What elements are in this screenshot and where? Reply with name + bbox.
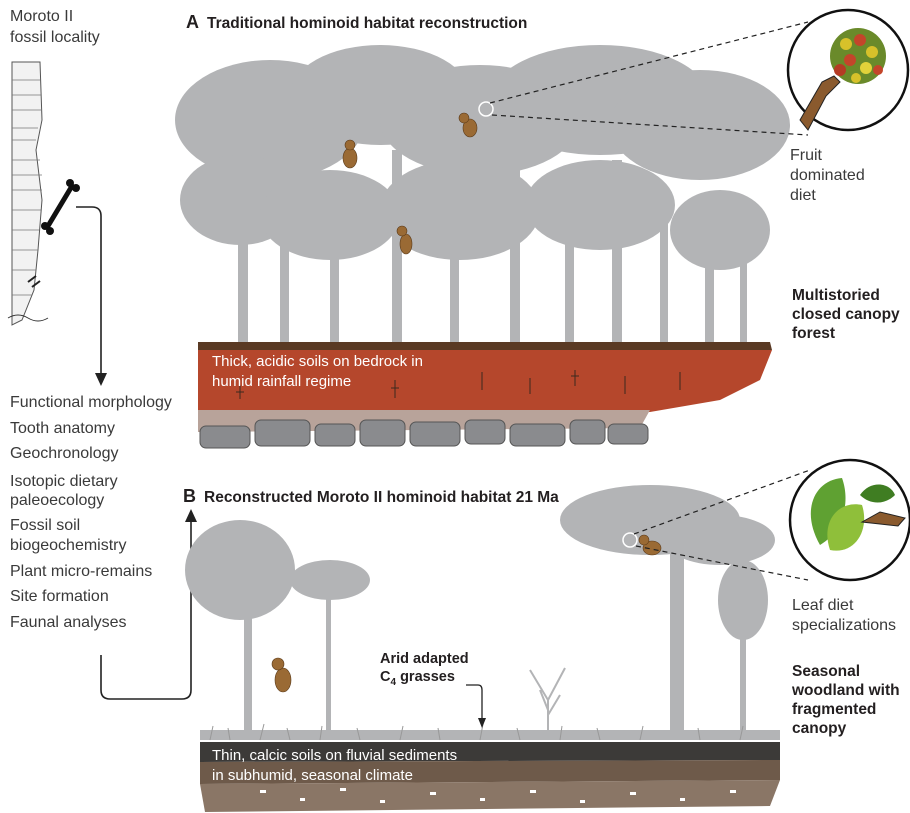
fossil-bone-icon xyxy=(41,179,80,235)
method-item: Geochronology xyxy=(10,441,172,467)
woodland-habitat-line: woodland with xyxy=(792,681,900,700)
dry-shrub xyxy=(530,668,565,740)
method-item: Fossil soil xyxy=(10,516,172,536)
grass-c: C xyxy=(380,669,390,685)
panel-a-letter: A xyxy=(186,12,199,32)
woodland-habitat-line: fragmented xyxy=(792,700,900,719)
leaf-diet-label: Leaf diet specializations xyxy=(792,596,896,636)
leaf-diet-line: Leaf diet xyxy=(792,596,896,616)
method-item: biogeochemistry xyxy=(10,536,172,556)
stratigraphic-column xyxy=(8,62,48,325)
fruit-diet-label: Fruit dominated diet xyxy=(790,146,865,206)
grass-rest: grasses xyxy=(396,669,455,685)
panel-a-title-text: Traditional hominoid habitat reconstruct… xyxy=(207,15,527,32)
woodland-habitat-line: Seasonal xyxy=(792,662,900,681)
soil-b-line: Thin, calcic soils on fluvial sediments xyxy=(212,746,457,766)
panel-b-title: B Reconstructed Moroto II hominoid habita… xyxy=(183,486,559,507)
panel-b-title-text: Reconstructed Moroto II hominoid habitat… xyxy=(204,489,559,506)
soil-b-label: Thin, calcic soils on fluvial sediments … xyxy=(212,746,457,786)
fruit-diet-line: Fruit xyxy=(790,146,865,166)
closed-canopy-forest xyxy=(175,45,790,345)
methods-list: Functional morphology Tooth anatomy Geoc… xyxy=(10,390,172,635)
method-item: paleoecology xyxy=(10,491,172,511)
soil-b-line: in subhumid, seasonal climate xyxy=(212,766,457,786)
woodland-habitat-label: Seasonal woodland with fragmented canopy xyxy=(792,662,900,738)
method-item: Site formation xyxy=(10,584,172,610)
panel-a-title: A Traditional hominoid habitat reconstruc… xyxy=(186,12,527,33)
locality-line-1: Moroto II xyxy=(10,6,100,27)
soil-a-line: humid rainfall regime xyxy=(212,372,423,392)
arrow-head-up xyxy=(185,509,197,522)
panel-b-letter: B xyxy=(183,486,196,506)
locality-label: Moroto II fossil locality xyxy=(10,6,100,48)
connector-arrow-down xyxy=(76,207,101,375)
fruit-diet-line: dominated xyxy=(790,166,865,186)
grass-label: Arid adapted C4 grasses xyxy=(380,650,469,692)
fruit-diet-line: diet xyxy=(790,186,865,206)
leaf-diet-line: specializations xyxy=(792,616,896,636)
woodland-habitat-line: canopy xyxy=(792,719,900,738)
leaf-inset xyxy=(790,460,910,580)
fruit-inset xyxy=(788,10,908,130)
forest-habitat-line: Multistoried xyxy=(792,286,900,305)
method-item: Faunal analyses xyxy=(10,610,172,636)
grass-pointer-head xyxy=(478,718,486,728)
grass-label-line-2: C4 grasses xyxy=(380,668,469,692)
forest-habitat-label: Multistoried closed canopy forest xyxy=(792,286,900,343)
method-item: Isotopic dietary xyxy=(10,473,172,491)
method-item: Functional morphology xyxy=(10,390,172,416)
forest-habitat-line: closed canopy xyxy=(792,305,900,324)
grass-label-line-1: Arid adapted xyxy=(380,650,469,668)
method-item: Tooth anatomy xyxy=(10,416,172,442)
forest-habitat-line: forest xyxy=(792,324,900,343)
soil-a-label: Thick, acidic soils on bedrock in humid … xyxy=(212,352,423,392)
soil-a-line: Thick, acidic soils on bedrock in xyxy=(212,352,423,372)
locality-line-2: fossil locality xyxy=(10,27,100,48)
method-item: Plant micro-remains xyxy=(10,559,172,585)
arrow-head-down xyxy=(95,373,107,386)
